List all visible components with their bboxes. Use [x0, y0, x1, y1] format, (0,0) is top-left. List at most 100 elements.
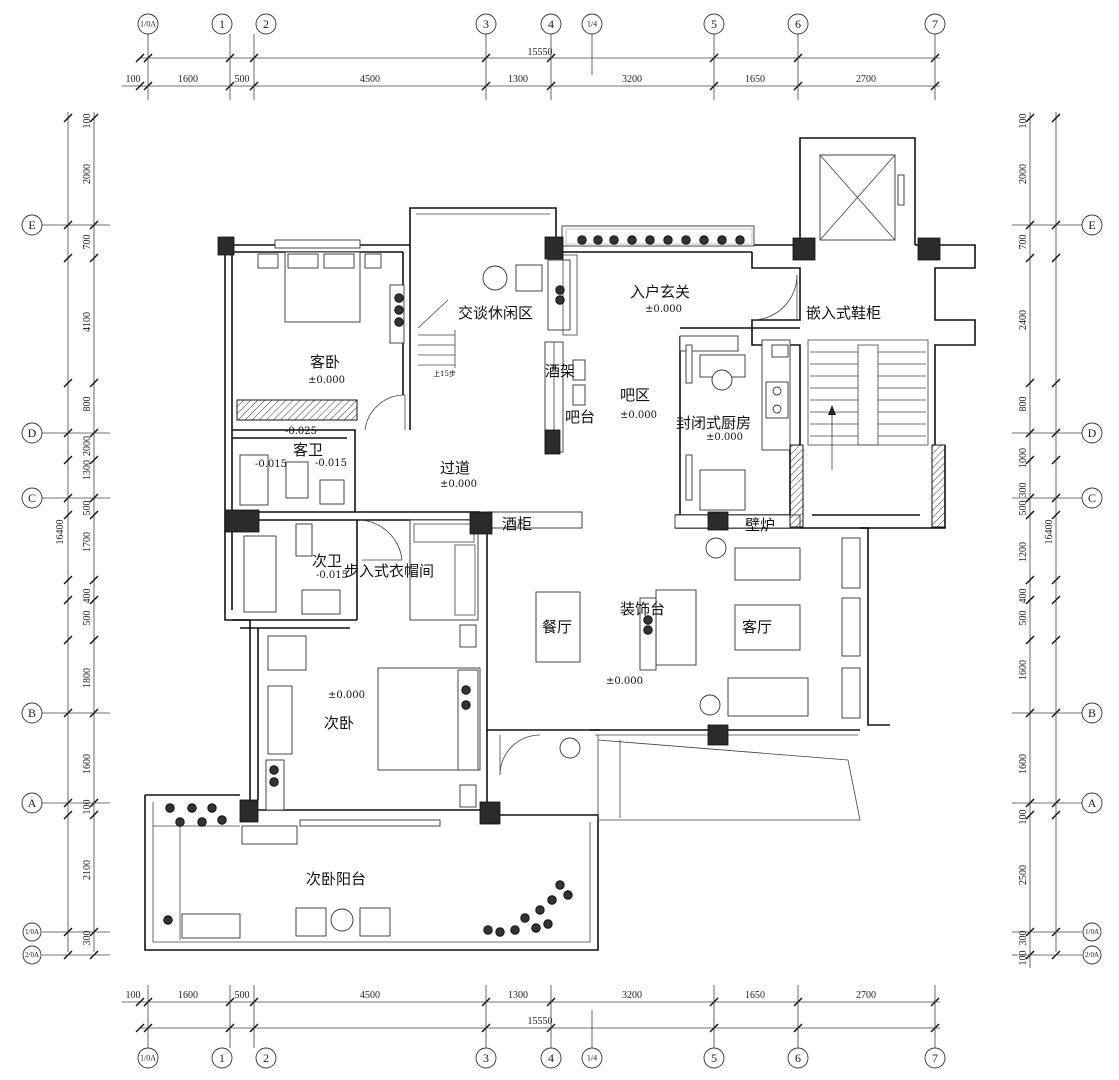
level-guest-bedroom: ±0.000 — [308, 375, 345, 386]
left-dim-11: 400 — [82, 589, 93, 604]
furniture-details — [239, 251, 581, 937]
dimension-tick — [1051, 595, 1061, 605]
axis-bubble: E — [21, 214, 110, 236]
left-dim-15: 2100 — [82, 860, 93, 880]
dimension-tick — [89, 378, 99, 388]
dimension-tick — [1051, 253, 1061, 263]
right-segment-dims: 100 2000 700 2400 800 1000 300 500 1200 … — [1018, 114, 1029, 966]
dimension-tick — [1025, 253, 1035, 263]
top-dim-4: 4500 — [360, 74, 380, 85]
svg-text:B: B — [1088, 706, 1096, 720]
axis-bubble: 3 — [475, 985, 497, 1069]
bottom-dim-5: 1300 — [508, 990, 528, 1001]
left-overall-dim: 16400 — [55, 520, 66, 545]
top-dim-7: 1650 — [745, 74, 765, 85]
axis-bubble: 2/0A — [22, 945, 110, 965]
axis-bubble: A — [1012, 792, 1103, 814]
plant-icon — [394, 317, 404, 327]
label-stair-note: 上15步 — [433, 369, 456, 378]
top-dim-6: 3200 — [622, 74, 642, 85]
dimension-tick — [1051, 378, 1061, 388]
svg-text:1/4: 1/4 — [587, 1054, 597, 1063]
row-axis-bubbles-left: E D C B A 1/0A 2/0A — [21, 214, 110, 965]
level-kitchen: ±0.000 — [706, 432, 743, 443]
level-second-bath: -0.015 — [316, 570, 348, 581]
structural-columns — [217, 236, 946, 825]
axis-bubble: 3 — [475, 13, 497, 100]
column-axis-bubbles-top: 1/0A 1 2 3 4 1/4 5 6 7 — [137, 13, 946, 100]
label-fireplace: 壁炉 — [745, 516, 775, 534]
right-dim-2: 2000 — [1018, 164, 1029, 184]
svg-text:1/4: 1/4 — [587, 20, 597, 29]
room-dining: 餐厅 — [542, 618, 572, 636]
dimension-tick — [89, 253, 99, 263]
plant-icon — [645, 235, 655, 245]
dimension-tick — [1051, 455, 1061, 465]
dimension-tick — [1025, 595, 1035, 605]
right-dim-12: 1600 — [1018, 660, 1029, 680]
plant-icon — [543, 919, 553, 929]
plant-icon — [663, 235, 673, 245]
axis-bubble: 4 — [540, 13, 562, 100]
plant-icon — [165, 803, 175, 813]
dimension-tick — [89, 510, 99, 520]
staircase — [807, 339, 929, 470]
axis-bubble: D — [1012, 422, 1103, 444]
axis-bubble: 2 — [253, 13, 277, 100]
room-guest-bath: 客卫 — [293, 441, 323, 459]
svg-text:2: 2 — [263, 1051, 269, 1065]
left-dim-10: 500 — [82, 611, 93, 626]
plant-icon — [461, 685, 471, 695]
axis-bubble: 1 — [211, 985, 233, 1069]
room-labels: 客卧 ±0.000 交谈休闲区 入户玄关 ±0.000 嵌入式鞋柜 酒架 吧区 … — [255, 283, 881, 888]
axis-bubble: 2 — [253, 985, 277, 1069]
dimension-tick — [1051, 635, 1061, 645]
right-dim-4: 2400 — [1018, 310, 1029, 330]
plant-icon — [643, 625, 653, 635]
dimension-tick — [1025, 510, 1035, 520]
right-dim-6: 1000 — [1018, 448, 1029, 468]
plant-icon — [163, 915, 173, 925]
room-balcony: 次卧阳台 — [306, 870, 366, 888]
dimension-tick — [1051, 113, 1061, 123]
left-dim-7: 1300 — [82, 460, 93, 480]
plant-icon — [207, 803, 217, 813]
top-dim-1: 100 — [126, 74, 141, 85]
level-guest-bath-2: -0.015 — [255, 459, 287, 470]
axis-bubble: 1/0A — [137, 985, 159, 1069]
level-living: ±0.000 — [606, 676, 643, 687]
svg-text:C: C — [28, 491, 36, 505]
plant-icon — [717, 235, 727, 245]
svg-text:D: D — [1088, 426, 1097, 440]
svg-text:A: A — [1088, 796, 1097, 810]
plant-icon — [563, 890, 573, 900]
plant-icon — [520, 913, 530, 923]
plant-icon — [175, 817, 185, 827]
column-axis-bubbles-bottom: 1/0A 1 2 3 4 1/4 5 6 7 — [137, 985, 946, 1069]
svg-text:2/0A: 2/0A — [25, 951, 39, 959]
plant-icon — [510, 925, 520, 935]
bottom-dim-3: 500 — [235, 990, 250, 1001]
svg-text:3: 3 — [483, 17, 489, 31]
axis-bubble: D — [21, 422, 110, 444]
axis-bubble: 6 — [787, 13, 809, 100]
right-dim-7: 300 — [1018, 483, 1029, 498]
left-dim-2: 2000 — [82, 164, 93, 184]
plant-icon — [555, 880, 565, 890]
label-wine-cabinet: 酒柜 — [502, 515, 532, 533]
plant-icon — [461, 700, 471, 710]
svg-text:4: 4 — [548, 1051, 554, 1065]
label-decor-counter: 装饰台 — [620, 600, 665, 618]
level-corridor: ±0.000 — [440, 479, 477, 490]
bottom-dim-1: 100 — [126, 990, 141, 1001]
axis-bubble: 1/4 — [581, 13, 603, 75]
lounge-stair — [417, 299, 456, 368]
room-kitchen: 封闭式厨房 — [676, 414, 751, 432]
svg-text:6: 6 — [795, 1051, 801, 1065]
plant-icon — [735, 235, 745, 245]
left-dim-14: 100 — [82, 800, 93, 815]
row-axis-bubbles-right: E D C B A 1/0A 2/0A — [1012, 214, 1103, 965]
plant-icon — [555, 285, 565, 295]
plant-icon — [531, 923, 541, 933]
dimension-tick — [1025, 635, 1035, 645]
